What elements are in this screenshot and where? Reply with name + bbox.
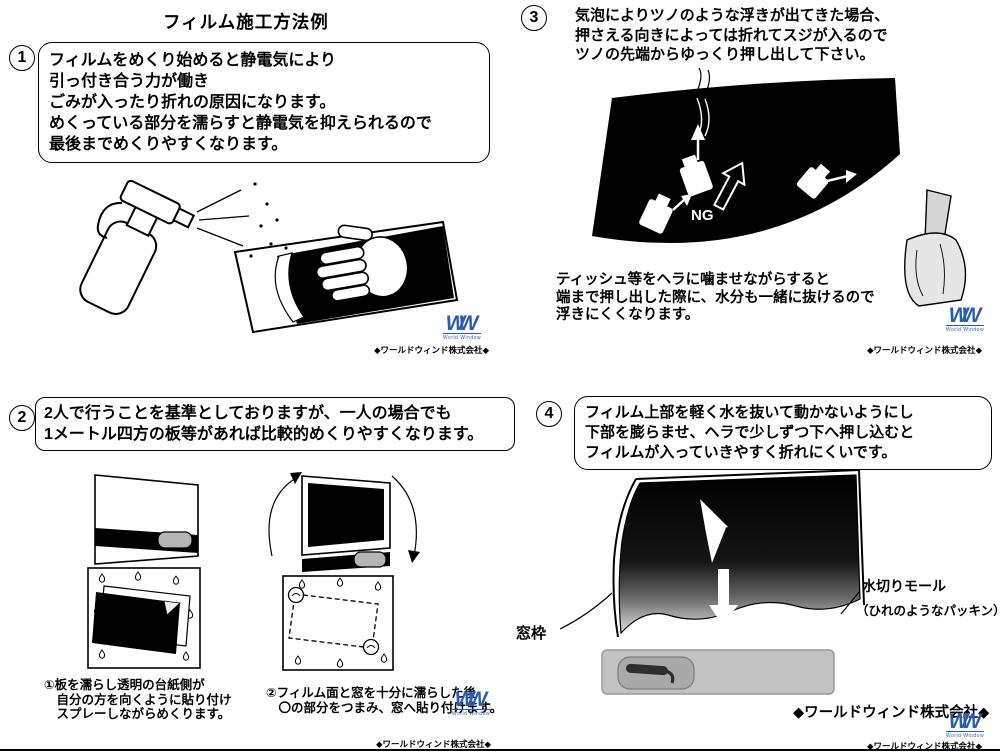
ww-logo-subtext: World Window: [442, 333, 482, 341]
step3-instruction-text: 気泡によりツノのような浮きが出てきた場合、 押さえる向きによっては折れてスジが入…: [575, 6, 889, 65]
company-name: ◆ワールドウィンド株式会社◆: [867, 741, 983, 751]
text-line: めくっている部分を濡らすと静電気を抑えられるので: [49, 115, 432, 132]
world-window-logo: WW World Window: [941, 710, 989, 739]
board-illustrations: [87, 472, 420, 671]
text-line: フィルム上部を軽く水を抜いて動かないようにし: [585, 404, 914, 421]
board-step1: [87, 474, 201, 669]
step4-instruction-box: フィルム上部を軽く水を抜いて動かないようにし 下部を膨らませ、ヘラで少しずつ下へ…: [574, 396, 992, 470]
text-line: 端まで押し出した際に、水分も一緒に抜けるので: [556, 289, 875, 306]
text-line: ごみが入ったり折れの原因になります。: [49, 94, 336, 111]
text-line: 引っ付き合う力が働き: [49, 73, 210, 90]
step4-number: 4: [536, 401, 562, 427]
company-name: ◆ワールドウィンド株式会社◆: [376, 739, 492, 749]
packing-label: （ひれのようなパッキン）: [856, 604, 1000, 618]
text-line: 〇の部分をつまみ、窓へ貼り付けます。: [266, 700, 503, 715]
text-line: フィルムをめくり始めると静電気により: [49, 52, 337, 69]
film-fold-mark: [700, 499, 728, 563]
squeegee-lower-left: [639, 193, 692, 234]
ww-logo-mark: WW: [948, 710, 982, 733]
step3-note-text: ティッシュ等をヘラに噛ませながらすると 端まで押し出した際に、水分も一緒に抜ける…: [556, 272, 875, 325]
text-line: 下部を膨らませ、ヘラで少しずつ下へ押し込むと: [585, 424, 915, 441]
door-panel: [601, 649, 835, 695]
company-name: ◆ワールドウィンド株式会社◆: [867, 345, 983, 355]
text-line: ②フィルム面と窓を十分に濡らした後: [266, 686, 477, 700]
squeegee-right: [796, 163, 857, 199]
board-step2: [268, 472, 420, 671]
bottom-border: [0, 749, 1000, 751]
step2-caption-left: ①板を濡らし透明の台紙側が 自分の方を向くように貼り付け スプレーしながらめくり…: [44, 678, 232, 722]
text-line: 1メートル四方の板等があれば比較的めくりやすくなります。: [44, 426, 484, 443]
car-door-illustration: [560, 468, 865, 695]
down-arrow: [709, 569, 738, 626]
step3-number: 3: [521, 5, 547, 31]
ng-arrow-outline: [712, 161, 746, 211]
leader-lines: [560, 590, 861, 630]
window-film: [618, 474, 861, 635]
text-line: 押さえる向きによっては折れてスジが入るので: [575, 26, 888, 44]
spray-lines: [196, 189, 250, 247]
world-window-logo: WW World Window: [438, 312, 486, 341]
company-name: ◆ワールドウィンド株式会社◆: [374, 345, 490, 355]
molding-label: 水切りモール: [862, 578, 946, 594]
window-frame-label: 窓枠: [516, 625, 547, 642]
text-line: 浮きにくくなります。: [556, 307, 700, 323]
text-line: 2人で行うことを基準としておりますが、一人の場合でも: [44, 405, 452, 422]
window-film-black: [592, 78, 900, 244]
text-line: 気泡によりツノのような浮きが出てきた場合、: [575, 7, 890, 24]
window-frame: [612, 468, 865, 638]
text-line: ツノの先端からゆっくり押し出して下さい。: [575, 46, 875, 63]
spray-droplets: [249, 182, 288, 258]
page-title: フィルム施工方法例: [163, 12, 329, 32]
step2-number: 2: [9, 405, 35, 431]
text-line: 最後までめくりやすくなります。: [49, 136, 288, 153]
ww-logo-mark: WW: [445, 312, 479, 335]
text-line: フィルムが入っていきやすく折れにくいです。: [585, 444, 897, 461]
bubble-window-illustration: NG: [592, 68, 967, 307]
step1-instruction-box: フィルムをめくり始めると静電気により 引っ付き合う力が働き ごみが入ったり折れの…: [38, 42, 490, 163]
tissue-squeegee: [904, 189, 967, 307]
ww-logo-subtext: World Window: [451, 709, 491, 717]
world-window-logo: WW World Window: [447, 688, 495, 717]
company-name-large: ◆ワールドウィンド株式会社◆: [793, 705, 990, 721]
ww-logo-mark: WW: [948, 304, 982, 327]
ww-logo-mark: WW: [454, 688, 488, 711]
text-line: スプレーしながらめくります。: [44, 707, 231, 721]
hand-illustration: [315, 224, 409, 302]
film-curl: [274, 252, 305, 323]
ww-logo-subtext: World Window: [945, 731, 985, 739]
ww-logo-subtext: World Window: [945, 325, 985, 333]
step2-caption-right: ②フィルム面と窓を十分に濡らした後 〇の部分をつまみ、窓へ貼り付けます。: [266, 686, 502, 715]
step2-instruction-box: 2人で行うことを基準としておりますが、一人の場合でも 1メートル四方の板等があれ…: [35, 397, 515, 451]
ng-label: NG: [691, 207, 714, 224]
squeegee-up: [679, 124, 713, 197]
text-line: ①板を濡らし透明の台紙側が: [44, 678, 205, 692]
text-line: 自分の方を向くように貼り付け: [44, 692, 232, 707]
world-window-logo: WW World Window: [941, 304, 989, 333]
spray-bottle-icon: [79, 179, 196, 315]
spray-film-illustration: [79, 179, 459, 334]
text-line: ティッシュ等をヘラに噛ませながらすると: [556, 272, 830, 288]
step1-number: 1: [9, 45, 35, 71]
